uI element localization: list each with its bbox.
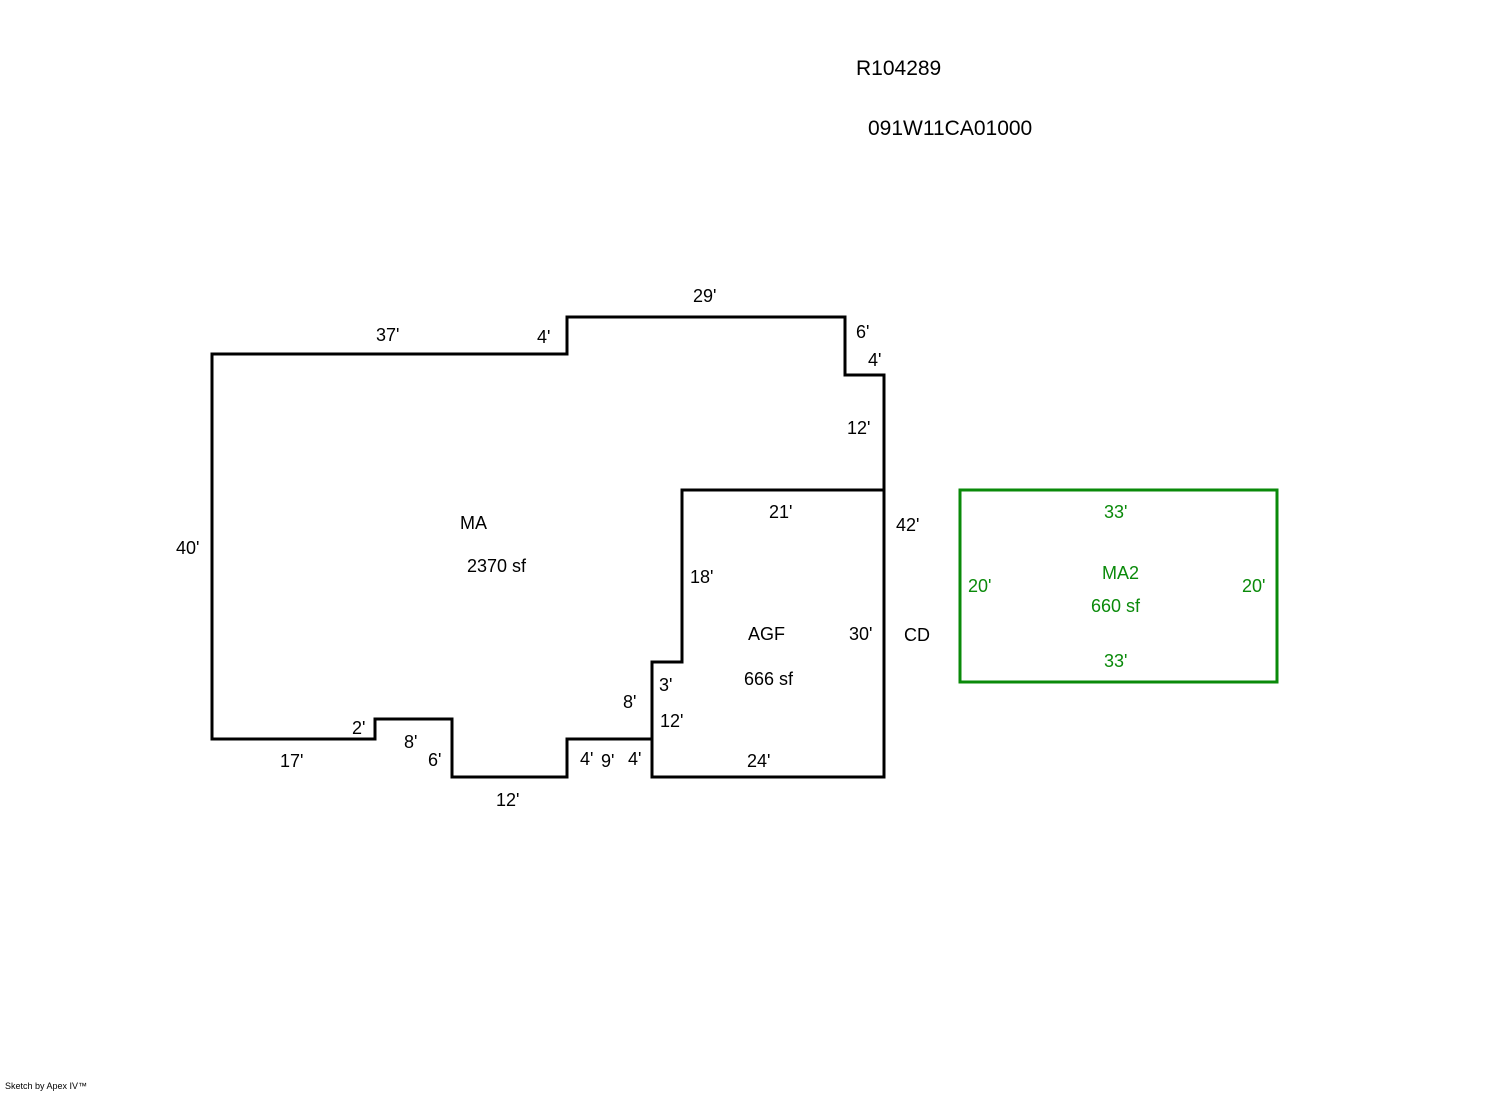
dim-ma-bump-down: 6' (428, 750, 441, 770)
dim-ma-step-down: 4' (580, 749, 593, 769)
dim-ma2-left: 20' (968, 576, 991, 596)
dim-agf-bottom: 24' (747, 751, 770, 771)
ma2-area-label: 660 sf (1091, 596, 1141, 616)
dim-agf-top: 21' (769, 502, 792, 522)
dim-ma-inner-8: 8' (623, 692, 636, 712)
sketch-credit: Sketch by Apex IV™ (5, 1081, 88, 1091)
agf-outline (650, 488, 884, 777)
dim-ma-right-total: 42' (896, 515, 919, 535)
ma2-outline (958, 488, 1279, 684)
dim-ma-bottom-short: 9' (601, 751, 614, 771)
dim-ma2-top: 33' (1104, 502, 1127, 522)
dim-ma-right-upper: 12' (847, 418, 870, 438)
dim-ma2-right: 20' (1242, 576, 1265, 596)
dim-ma-step-up: 4' (537, 327, 550, 347)
ma-name-label: MA (460, 513, 487, 533)
dim-agf-left: 18' (690, 567, 713, 587)
agf-area-label: 666 sf (744, 669, 794, 689)
dim-ma-step-right: 6' (856, 322, 869, 342)
ma-area-label: 2370 sf (467, 556, 527, 576)
dim-ma-bottom-left: 17' (280, 751, 303, 771)
dim-ma-jog: 4' (868, 350, 881, 370)
dim-ma-step-final: 4' (628, 749, 641, 769)
map-number: 091W11CA01000 (868, 117, 1033, 140)
dim-ma-left: 40' (176, 538, 199, 558)
dim-ma-bump-top: 8' (404, 732, 417, 752)
dim-ma-bump-up: 2' (352, 718, 365, 738)
dim-agf-right: 30' (849, 624, 872, 644)
dim-ma-top: 29' (693, 286, 716, 306)
dim-ma-bottom-mid: 12' (496, 790, 519, 810)
cd-name-label: CD (904, 625, 930, 645)
agf-name-label: AGF (748, 624, 785, 644)
dim-agf-left-lower: 12' (660, 711, 683, 731)
parcel-id: R104289 (856, 57, 942, 80)
dim-ma2-bottom: 33' (1104, 651, 1127, 671)
ma-outline (210, 315, 886, 779)
dim-agf-jog: 3' (659, 675, 672, 695)
ma2-name-label: MA2 (1102, 563, 1139, 583)
dim-ma-top-left: 37' (376, 325, 399, 345)
